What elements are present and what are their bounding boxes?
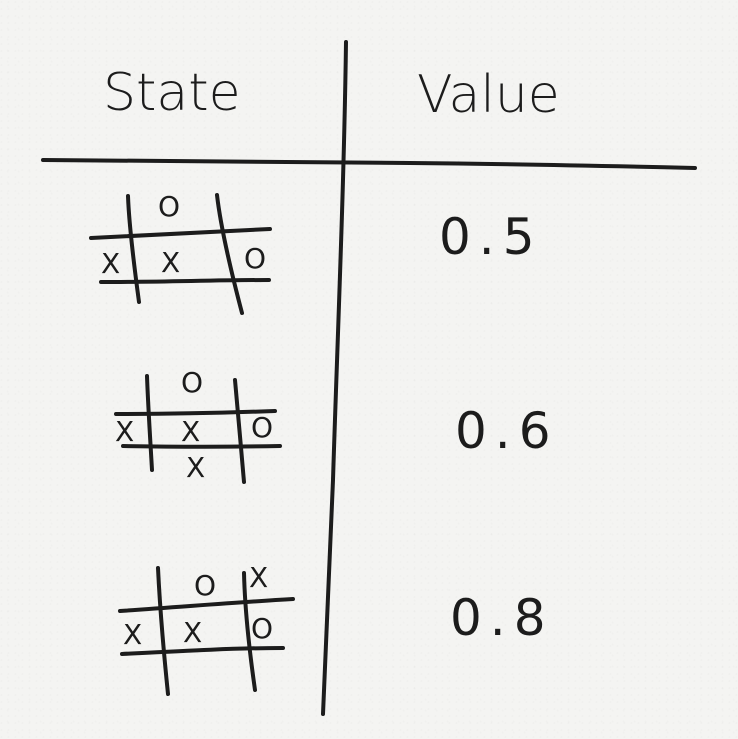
board-2-left-vertical-line [145, 374, 154, 472]
board-3-cell-r0-c1: O [194, 569, 216, 602]
state-board-2: O X X O X [114, 366, 282, 484]
board-1-left-vertical-line [126, 194, 141, 304]
board-3-cell-r1-c1: X [183, 616, 202, 649]
state-board-3: O X X X O [118, 561, 295, 696]
board-3-bottom-horizontal-line [120, 646, 285, 656]
board-2-cell-r1-c0: X [115, 415, 134, 448]
value-row-2: 0.6 [455, 402, 559, 460]
board-1-cell-r1-c2: O [244, 242, 266, 275]
board-3-cell-r1-c2: O [251, 612, 273, 645]
board-2-right-vertical-line [233, 378, 246, 484]
board-2-cell-r1-c1: X [181, 415, 200, 448]
board-3-cell-r1-c0: X [123, 618, 142, 651]
value-row-1: 0.5 [439, 208, 543, 266]
board-3-right-vertical-line [242, 571, 257, 692]
board-2-bottom-horizontal-line [121, 444, 282, 449]
column-divider-line [321, 40, 348, 716]
board-3-left-vertical-line [156, 566, 170, 696]
board-2-top-horizontal-line [114, 409, 277, 416]
board-3-top-horizontal-line [118, 597, 295, 613]
board-1-cell-r1-c1: X [161, 246, 180, 279]
header-divider-line [41, 158, 697, 170]
board-1-cell-r0-c1: O [158, 190, 180, 223]
board-2-cell-r2-c1: X [186, 451, 205, 484]
board-1-top-horizontal-line [89, 227, 272, 240]
board-2-cell-r1-c2: O [251, 411, 273, 444]
board-3-cell-r0-c2: X [249, 561, 268, 594]
board-2-cell-r0-c1: O [181, 366, 203, 399]
value-row-3: 0.8 [450, 589, 554, 647]
value-header: Value [417, 65, 560, 125]
state-board-1: O X X O [89, 190, 272, 315]
board-1-cell-r1-c0: X [101, 247, 120, 280]
board-1-right-vertical-line [215, 193, 244, 315]
board-1-bottom-horizontal-line [99, 278, 271, 284]
state-header: State [103, 63, 241, 123]
